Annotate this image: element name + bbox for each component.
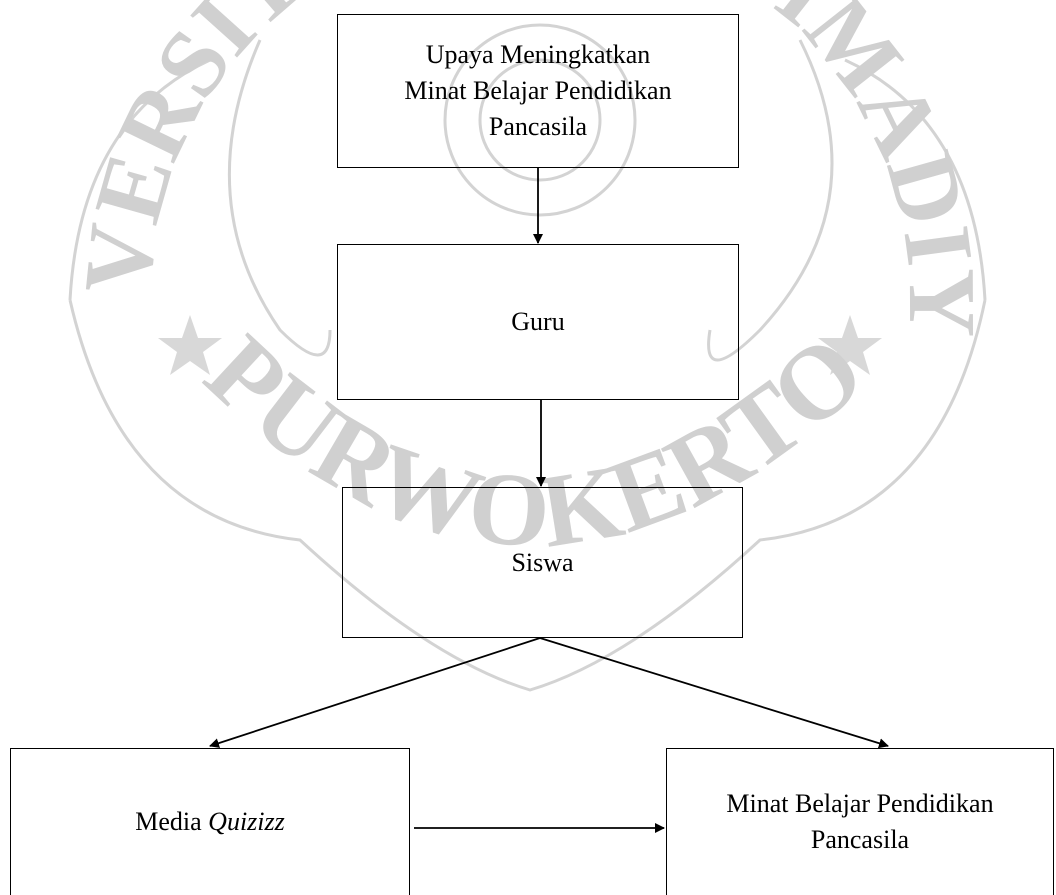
node-guru-label: Guru	[511, 307, 565, 336]
watermark-wreath-left	[227, 39, 332, 357]
node-guru: Guru	[337, 244, 739, 400]
node-media-label: Media Quizizz	[135, 804, 285, 840]
node-media-quizizz: Media Quizizz	[10, 748, 410, 895]
node-minat-belajar: Minat Belajar Pendidikan Pancasila	[666, 748, 1054, 895]
node-upaya-meningkatkan: Upaya Meningkatkan Minat Belajar Pendidi…	[337, 14, 739, 168]
node-media-quizizz-emphasis: Quizizz	[208, 807, 285, 836]
node-siswa: Siswa	[342, 487, 743, 638]
watermark-wreath-right	[707, 39, 834, 362]
watermark-star-right	[818, 315, 882, 375]
node-minat-label: Minat Belajar Pendidikan Pancasila	[726, 789, 994, 854]
watermark-shield-outline	[68, 58, 987, 692]
arrow-siswa-to-media	[209, 637, 541, 748]
arrow-siswa-to-minat	[539, 637, 889, 749]
node-media-prefix: Media	[135, 807, 209, 836]
node-siswa-label: Siswa	[511, 547, 574, 577]
node-upaya-label: Upaya Meningkatkan Minat Belajar Pendidi…	[404, 40, 672, 141]
watermark-sun-emblem	[443, 23, 637, 217]
watermark-star-left	[158, 315, 222, 375]
